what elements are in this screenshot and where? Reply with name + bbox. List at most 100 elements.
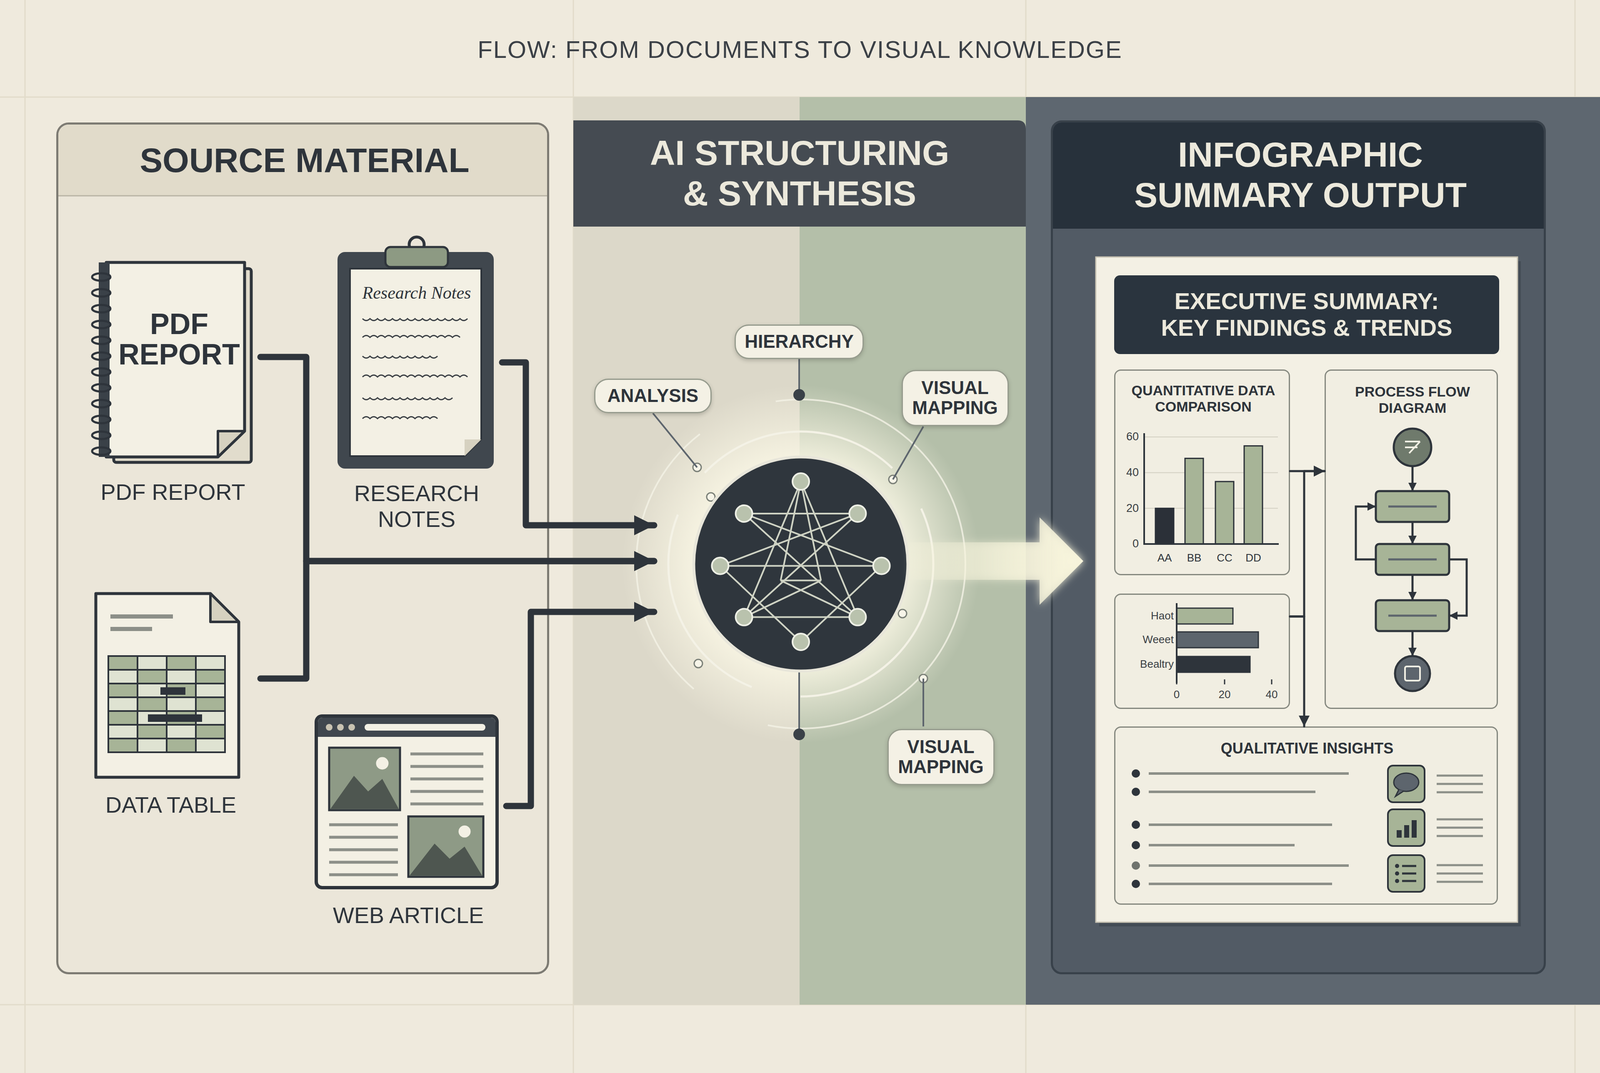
page-fold — [210, 593, 239, 623]
flow-connector — [260, 561, 655, 679]
network-node — [849, 505, 866, 523]
axis — [1175, 603, 1178, 684]
spiral-ring — [92, 305, 111, 313]
end-icon — [1405, 666, 1420, 681]
tag-label: VISUAL MAPPING — [892, 737, 989, 778]
tag-pill: HIERARCHY — [734, 324, 864, 360]
handwriting-scribble — [362, 356, 438, 359]
list-dot — [1395, 879, 1400, 884]
bar-chart-panel: QUANTITATIVE DATA COMPARISON6040200AABBC… — [1114, 369, 1290, 576]
list-dot — [1395, 871, 1400, 876]
node-text: DD — [1238, 552, 1268, 565]
illustration — [85, 585, 261, 823]
node-text: 40 — [1259, 688, 1285, 702]
network-node — [792, 633, 810, 651]
table-cell — [137, 738, 167, 753]
text-slot: AA — [1150, 552, 1180, 565]
image-frame — [408, 816, 484, 878]
axis — [1144, 433, 1279, 545]
network-node — [873, 557, 890, 575]
anchor-dot — [793, 728, 805, 741]
node-label: Haot — [1119, 610, 1174, 623]
network-link — [720, 565, 882, 567]
tag-label: HIERARCHY — [740, 331, 858, 353]
tag-label: ANALYSIS — [600, 385, 705, 407]
text-slot: INFOGRAPHIC SUMMARY OUTPUT — [1104, 134, 1497, 215]
mountain — [330, 776, 399, 810]
text-line — [1436, 864, 1483, 867]
table-cell — [166, 725, 196, 739]
bar — [1215, 481, 1234, 545]
table-cell — [166, 656, 196, 670]
table-cell — [195, 738, 225, 753]
node-text: Bealtry — [1119, 658, 1174, 671]
table-cell — [108, 683, 138, 698]
start-node — [1393, 428, 1432, 467]
text-slot: HIERARCHY — [740, 331, 858, 353]
tag-pill: VISUAL MAPPING — [887, 729, 995, 786]
table-cell — [195, 670, 225, 684]
table-cell — [166, 697, 196, 712]
text-slot: PROCESS FLOW DIAGRAM — [1333, 383, 1492, 417]
node-text: RESEARCH NOTES — [345, 480, 488, 533]
handwriting-scribble — [362, 375, 468, 378]
text-line — [1148, 772, 1349, 775]
node-text: BB — [1179, 552, 1209, 565]
text-line — [1436, 872, 1483, 875]
bullet — [1131, 861, 1140, 870]
node-text: 60 — [1115, 430, 1139, 444]
illustration — [573, 97, 1026, 1005]
bar — [1176, 608, 1233, 625]
network-link — [720, 565, 801, 643]
spiral-ring — [92, 415, 111, 424]
text-slot: 60 — [1115, 430, 1139, 444]
mini-bar — [1411, 820, 1417, 838]
text-slot: DD — [1238, 552, 1268, 565]
table-cell — [137, 656, 167, 670]
node-text: PDF REPORT — [87, 479, 259, 505]
spiral-ring — [92, 352, 111, 360]
text-slot: Weeet — [1119, 633, 1174, 647]
bar — [1176, 632, 1259, 648]
flow-connector — [506, 612, 655, 807]
window-dot — [325, 724, 333, 731]
sun — [458, 825, 471, 838]
text-line — [410, 765, 484, 769]
text-slot: VISUAL MAPPING — [892, 737, 989, 778]
step-line — [1388, 558, 1437, 561]
node-text: 0 — [1115, 537, 1139, 551]
text-slot: 0 — [1115, 537, 1139, 551]
mini-bar — [1404, 825, 1410, 838]
text-slot: RESEARCH NOTES — [345, 480, 488, 533]
spiral-ring — [92, 289, 111, 297]
node-text: Weeet — [1119, 633, 1174, 647]
ai-band: AI STRUCTURING & SYNTHESISANALYSISHIERAR… — [573, 97, 1026, 1005]
header-rule — [58, 195, 550, 197]
spiral-ring — [92, 368, 111, 376]
bar — [1176, 656, 1250, 673]
text-line — [329, 861, 398, 865]
handwriting-scribble — [362, 335, 460, 338]
node-text: 40 — [1115, 466, 1139, 480]
text-line — [1436, 818, 1483, 821]
illustration — [310, 706, 507, 932]
flow-arrow — [1449, 559, 1467, 616]
text-slot: 40 — [1259, 688, 1285, 702]
node-label: PDF REPORT — [116, 309, 242, 371]
table-cell — [195, 725, 225, 739]
source-panel: SOURCE MATERIALPDF REPORTPDF REPORTResea… — [56, 122, 550, 975]
flow-arrow — [1411, 631, 1414, 657]
flow-connector — [1290, 470, 1325, 473]
spiral-ring — [92, 320, 111, 329]
axis-tick — [1224, 679, 1226, 685]
text-line — [329, 836, 398, 840]
axis-tick — [1271, 679, 1273, 685]
table-cell — [108, 738, 138, 753]
network-link — [800, 565, 882, 643]
text-slot: PDF REPORT — [116, 309, 242, 371]
handwriting-scribble — [362, 397, 453, 400]
table-cell — [166, 670, 196, 684]
flow-connector — [1290, 616, 1305, 727]
bullet — [1131, 880, 1140, 889]
